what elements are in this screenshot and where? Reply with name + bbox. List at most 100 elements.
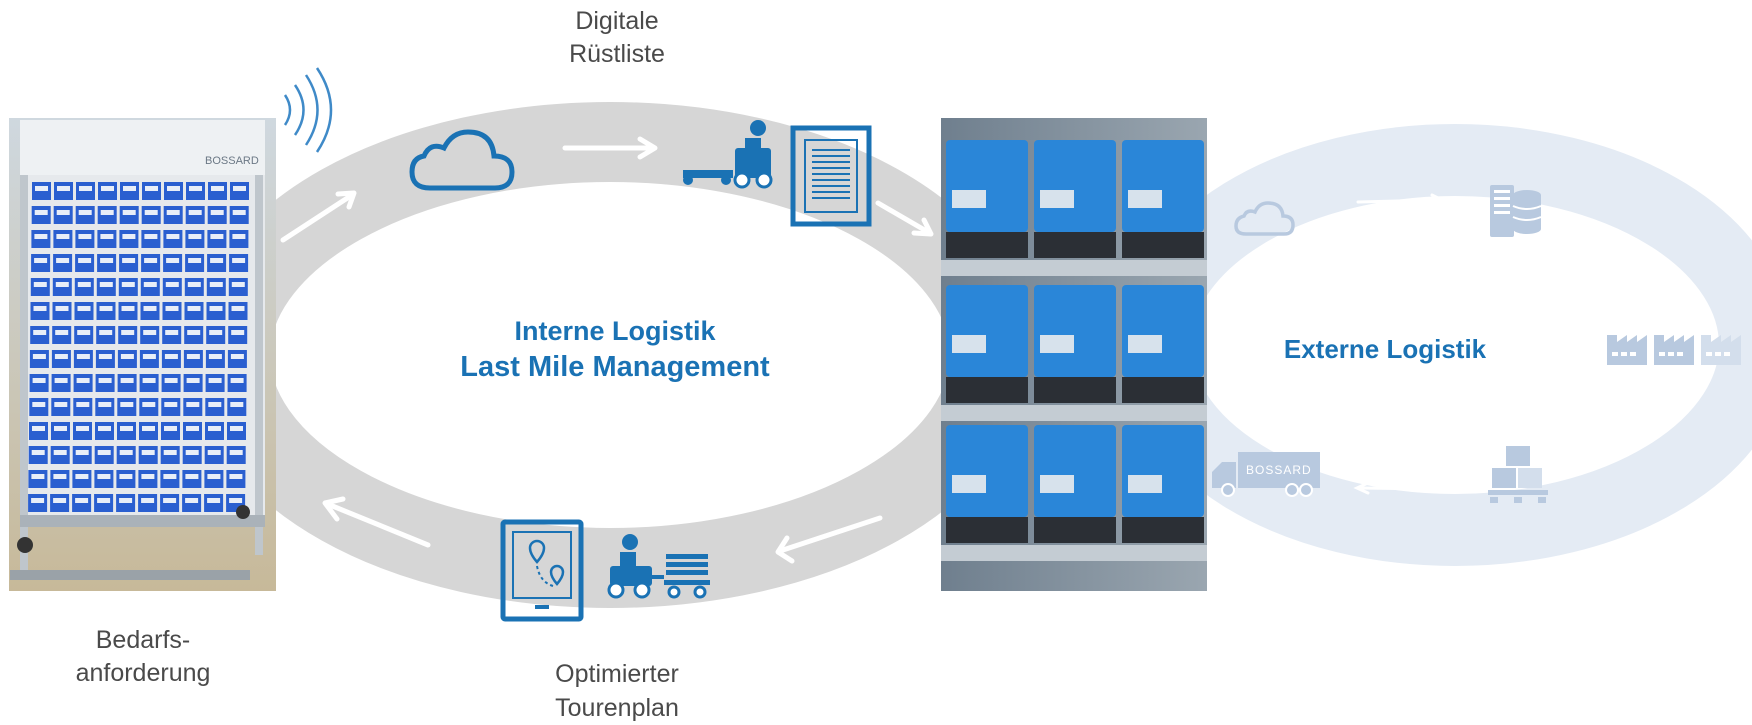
shelf-bin-label (1040, 335, 1074, 353)
rack-bin-label (33, 282, 47, 287)
rack-bin-label (141, 474, 155, 479)
rack-bin-label (166, 258, 180, 263)
rack-bin-label (123, 186, 136, 191)
rack-bin-label (208, 402, 222, 407)
rack-bin-label (164, 378, 178, 383)
shelf-bin-label (1128, 190, 1162, 208)
rack-bin-label (32, 402, 46, 407)
shelf-scale (1122, 517, 1204, 543)
rack-bin-label (120, 426, 133, 431)
shelf-photo (941, 118, 1207, 591)
shelf-scale (1122, 377, 1204, 403)
rack-bin-label (98, 402, 112, 407)
rack-bin-label (32, 378, 46, 383)
rack-bin-label (120, 354, 134, 359)
rack-bin-label (163, 450, 177, 455)
rack-bin-label (99, 282, 113, 287)
rack-bin-label (209, 306, 223, 311)
label-digitale: Digitale (575, 7, 658, 35)
forklift-driver-icon (683, 120, 773, 189)
rack-bin-label (142, 426, 155, 431)
rack-bin-label (165, 306, 179, 311)
rack-bin-label (54, 378, 68, 383)
shelf-bin-label (952, 475, 986, 493)
rack-bin-label (31, 474, 45, 479)
rack-bin-label (230, 402, 244, 407)
rack-bin-label (101, 186, 114, 191)
rack-bin-label (76, 426, 89, 431)
rack-bin-label (210, 210, 224, 215)
rack-bin-label (185, 498, 199, 503)
rack-bin-label (56, 210, 70, 215)
rack-bin-label (185, 474, 199, 479)
rack-bin-label (31, 450, 45, 455)
rack-bin-label (122, 210, 136, 215)
shelf-scale (946, 517, 1028, 543)
rack-bin-label (187, 330, 201, 335)
rack-bin-label (232, 234, 246, 239)
rack-bin-label (145, 186, 158, 191)
rack-bin-label (75, 450, 89, 455)
rack-bin-label (231, 330, 245, 335)
rack-bin-label (78, 210, 92, 215)
shelf-bin (946, 285, 1028, 377)
rack-bin-label (121, 330, 135, 335)
rack-bin-label (79, 186, 92, 191)
rack-bin-label (230, 426, 243, 431)
rack-bin-label (209, 282, 223, 287)
wireless-signal-icon (283, 67, 333, 153)
rack-bin-label (121, 306, 135, 311)
rack-bin-label (210, 234, 224, 239)
shelf-bin-label (952, 335, 986, 353)
rack-bin-label (55, 306, 69, 311)
rack-bin-label (34, 210, 48, 215)
rack-bin-label (122, 234, 136, 239)
rack-bins (28, 182, 249, 512)
rack-bin-label (54, 354, 68, 359)
rack-bin-label (210, 258, 224, 263)
rack-bin-label (32, 354, 46, 359)
label-bedarfs: Bedarfs- (96, 626, 190, 654)
rack-bin-label (186, 426, 199, 431)
rack-bin-label (77, 306, 91, 311)
shelf-scale (946, 377, 1028, 403)
rack-bin-label (164, 426, 177, 431)
rack-bin-label (55, 282, 69, 287)
rack-bin-label (98, 426, 111, 431)
rack-bin-label (122, 258, 136, 263)
rack-bin-label (75, 498, 89, 503)
rack-bin-label (99, 306, 113, 311)
rack-bin-label (120, 378, 134, 383)
rack-bin-label (56, 234, 70, 239)
label-tourenplan: Tourenplan (555, 694, 679, 722)
truck-brand: BOSSARD (1246, 463, 1312, 477)
rack-bin-label (34, 234, 48, 239)
rack-bin-label (187, 282, 201, 287)
rack-bin-label (165, 330, 179, 335)
rack-bin-label (209, 330, 223, 335)
shelf-bin (1034, 140, 1116, 232)
rack-bin-label (144, 210, 158, 215)
rack-bin-label (229, 498, 243, 503)
rack-bin-label (189, 186, 202, 191)
shelf-scale (1034, 232, 1116, 258)
rack-bin-label (165, 282, 179, 287)
rack-bin-label (55, 330, 69, 335)
rack-bin-label (143, 330, 157, 335)
external-ring-arrows (1353, 193, 1644, 495)
rack-bin-label (188, 210, 202, 215)
shelf-bin-label (1040, 475, 1074, 493)
rack-bin-label (208, 426, 221, 431)
rack-bin-label (78, 234, 92, 239)
rack-bin-label (163, 498, 177, 503)
rack-bin-label (188, 258, 202, 263)
rack-bin-label (98, 378, 112, 383)
rack-bin-label (143, 282, 157, 287)
rack-bin-label (53, 450, 67, 455)
rack-bin-label (97, 474, 111, 479)
shelf-bin-label (1040, 190, 1074, 208)
rack-bin-label (185, 450, 199, 455)
rack-bin-label (100, 210, 114, 215)
rack-bin-label (207, 498, 221, 503)
rack-bin-label (163, 474, 177, 479)
